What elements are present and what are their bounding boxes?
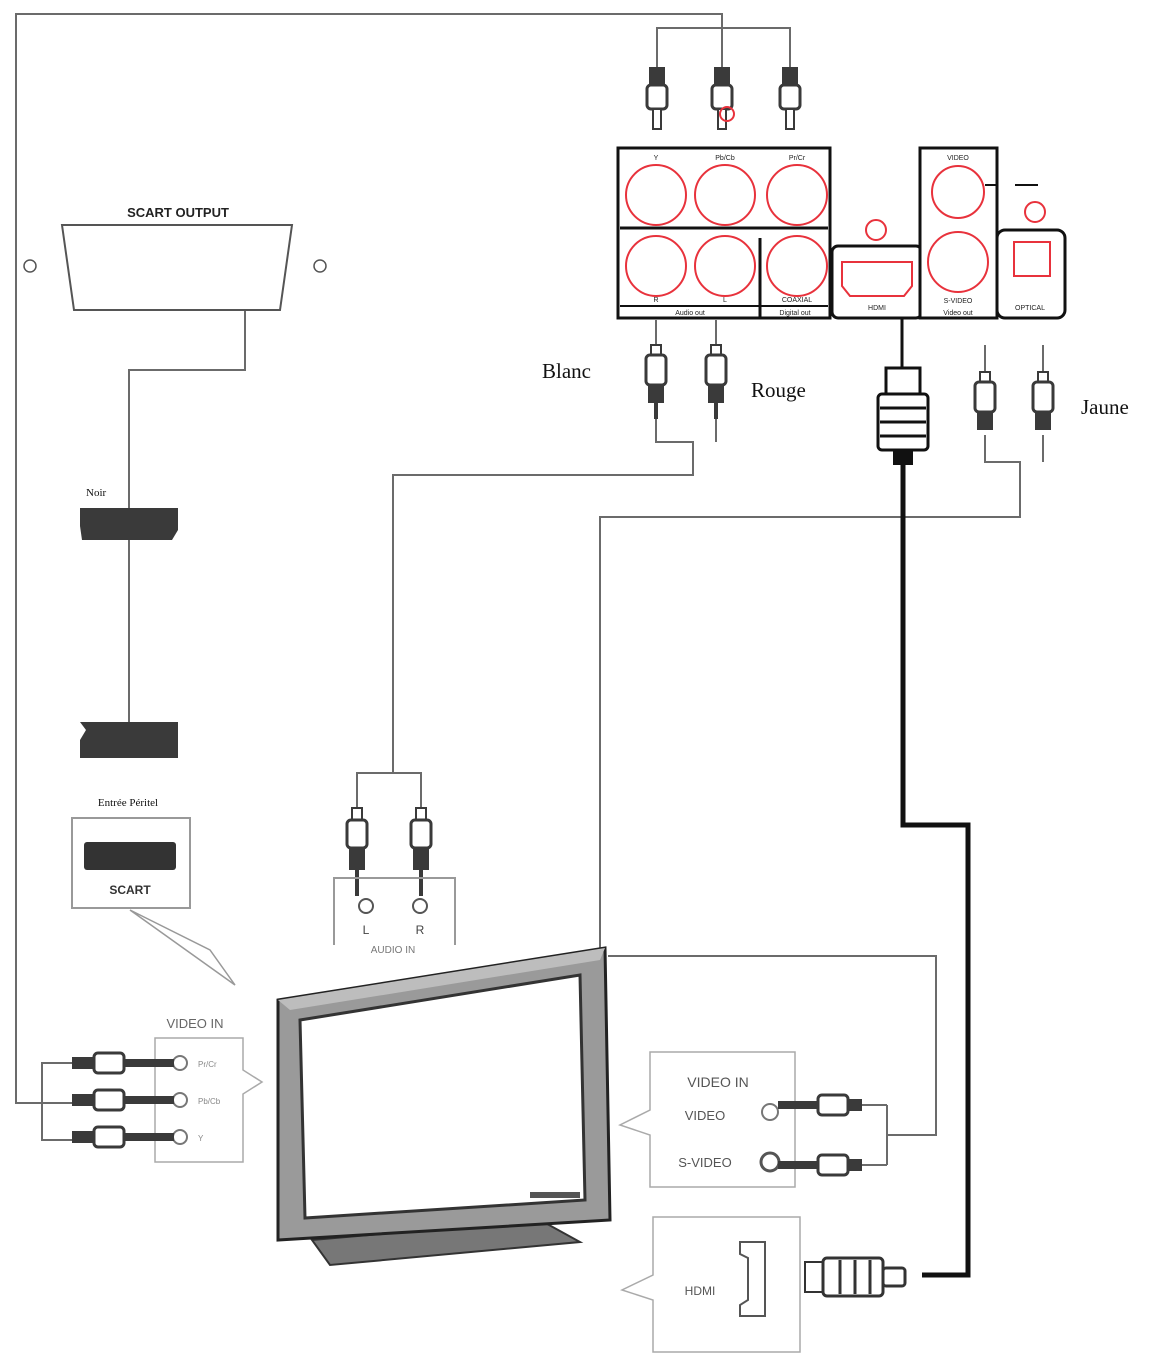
hdmi-indicator [865,219,887,241]
component-in-label-pb: Pb/Cb [198,1097,221,1106]
audio-in-box: L R AUDIO IN [333,807,456,956]
jack-pb[interactable] [694,164,756,226]
rca-plug-icon [345,807,369,896]
component-cable [15,13,723,1104]
scart-output-label: SCART OUTPUT [127,205,229,220]
scart-screw-right [313,259,327,273]
rca-plug-icon [645,67,669,130]
label-pr: Pr/Cr [789,155,806,162]
component-in-box: VIDEO IN Pr/Cr Pb/Cb Y [72,1016,264,1163]
player-rear-panel: Y Pb/Cb Pr/Cr R L COAXIAL Audio out Digi… [616,146,1067,320]
scart-screw-left [23,259,37,273]
component-plugs [645,67,802,130]
component-in-title: VIDEO IN [166,1016,223,1031]
video-in-title: VIDEO IN [687,1074,748,1090]
hdmi-in-box: HDMI [619,1216,907,1353]
video-plugs [973,371,1055,430]
component-in-label-pr: Pr/Cr [198,1060,217,1069]
label-blanc: Blanc [542,359,591,383]
cables [15,13,1044,1166]
label-rouge: Rouge [751,378,806,402]
label-video: VIDEO [947,155,969,162]
label-audio-l: L [723,297,727,304]
component-in-jack-pb[interactable] [172,1092,188,1108]
jack-audio-l[interactable] [694,235,756,297]
rca-plug-icon [778,1153,862,1177]
audio-in-jack-l[interactable] [358,898,374,914]
component-in-label-y: Y [198,1134,204,1143]
jack-coaxial[interactable] [766,235,828,297]
label-video-out: Video out [943,310,973,317]
video-in-jack[interactable] [761,1103,779,1121]
scart-connector-icon[interactable] [84,842,176,870]
audio-in-label-l: L [363,923,370,937]
rca-plug-icon [72,1125,174,1149]
rca-plug-icon [778,67,802,130]
scart-cable [128,283,246,510]
jack-video[interactable] [931,165,985,219]
component-fanout [41,1062,72,1141]
jack-audio-r[interactable] [625,235,687,297]
rca-plug-icon [778,1093,862,1117]
label-coaxial: COAXIAL [782,297,812,304]
component-top-bracket [656,27,791,67]
rca-plug-icon [644,344,668,419]
svideo-in-jack[interactable] [759,1151,781,1173]
rca-plug-icon [710,67,735,130]
rca-plug-icon [72,1051,174,1075]
hdmi-in-jack[interactable] [739,1241,766,1317]
scart-plug-icon [80,508,178,540]
label-optical: OPTICAL [1015,305,1045,312]
hdmi-in-label: HDMI [685,1284,716,1298]
video-in-label-video: VIDEO [685,1108,725,1123]
scart-plug-icon [80,722,178,758]
component-in-jack-pr[interactable] [172,1055,188,1071]
component-in-jack-y[interactable] [172,1129,188,1145]
optical-jack[interactable] [1013,241,1051,277]
label-hdmi: HDMI [868,305,886,312]
label-digital-out: Digital out [779,310,810,317]
audio-plugs [644,344,728,419]
label-audio-out: Audio out [675,310,705,317]
audio-cable [356,418,694,808]
label-entree-peritel: Entrée Péritel [98,797,158,809]
hdmi-jack[interactable] [841,261,913,297]
rca-plug-icon [72,1088,174,1112]
scart-output-connector[interactable] [60,224,294,311]
hdmi-plug-icon [876,366,930,465]
label-jaune: Jaune [1081,395,1129,419]
label-scart: SCART [109,883,151,897]
jack-pr[interactable] [766,164,828,226]
tv-icon [276,946,612,1267]
scart-output: SCART OUTPUT [23,205,327,311]
jack-y[interactable] [625,164,687,226]
hdmi-plug-icon [804,1256,907,1298]
label-audio-r: R [653,297,658,304]
rca-plug-icon [704,344,728,419]
optical-indicator [1024,201,1046,223]
audio-in-label-r: R [416,923,425,937]
hdmi-cable [900,465,971,1278]
scart-input-box: SCART [71,817,236,986]
jack-svideo[interactable] [927,231,989,293]
video-cable [599,435,1021,950]
video-in-label-svideo: S-VIDEO [678,1155,731,1170]
label-noir: Noir [86,487,107,499]
rca-plug-icon [409,807,433,896]
rca-plug-icon [1031,371,1055,430]
label-y: Y [654,155,659,162]
label-pb: Pb/Cb [715,155,735,162]
video-cable-tv [608,955,937,1166]
label-svideo: S-VIDEO [944,298,973,305]
video-in-box: VIDEO IN VIDEO S-VIDEO [618,1051,862,1188]
rca-plug-icon [973,371,997,430]
audio-in-jack-r[interactable] [412,898,428,914]
audio-in-title: AUDIO IN [371,945,415,956]
